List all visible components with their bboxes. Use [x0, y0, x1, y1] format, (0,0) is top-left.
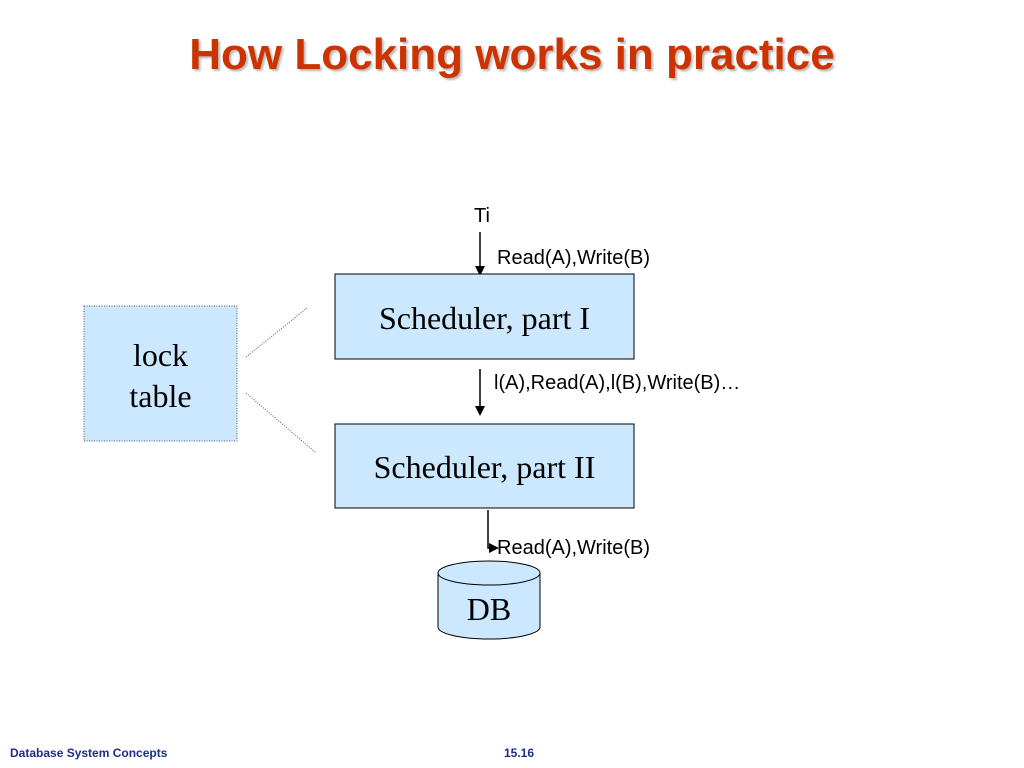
lock-table-box: [83, 305, 238, 442]
scheduler-part1-box: [334, 273, 635, 360]
database-cylinder: [437, 560, 541, 640]
edge-label-ti-to-part1: Read(A),Write(B): [497, 247, 650, 269]
lock-table-connector-upper: [245, 307, 308, 358]
arrow-part2-to-db: [487, 510, 499, 553]
db-label: DB: [467, 591, 511, 627]
scheduler-part1-label: Scheduler, part I: [379, 300, 590, 336]
lock-table-label-line1: lock: [133, 337, 188, 373]
lock-table-label-line2: table: [129, 378, 191, 414]
transaction-label: Ti: [474, 205, 490, 227]
lock-table-connector-lower: [245, 392, 316, 453]
scheduler-part2-box: [334, 423, 635, 509]
slide-title: How Locking works in practice: [189, 30, 835, 79]
footer-page-number: 15.16: [504, 746, 535, 760]
scheduler-part2-label: Scheduler, part II: [374, 449, 596, 485]
footer-book-title: Database System Concepts: [10, 746, 168, 760]
edge-label-part1-to-part2: l(A),Read(A),l(B),Write(B)…: [494, 372, 740, 394]
edge-label-part2-to-db: Read(A),Write(B): [497, 537, 650, 559]
